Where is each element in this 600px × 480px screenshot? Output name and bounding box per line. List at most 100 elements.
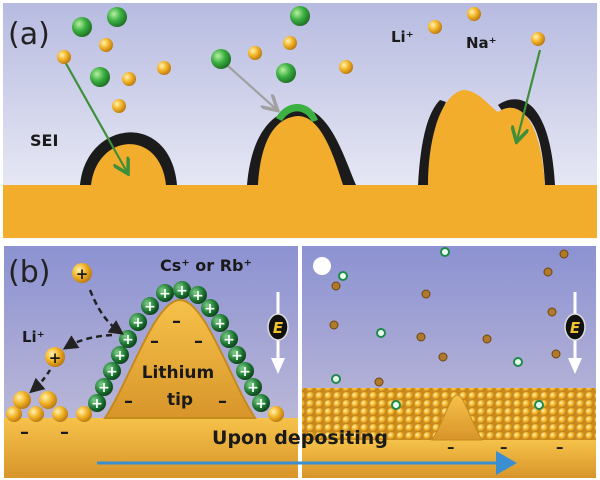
solvated-ions: [329, 247, 569, 410]
na-ion: [276, 63, 296, 83]
lithium-dendrite-2: [258, 116, 343, 185]
cation-ball: [211, 314, 229, 332]
li-ion: [543, 267, 553, 277]
lithium-anode: [302, 440, 596, 478]
li-ion: [45, 347, 65, 367]
panel-a: (a) SEI Li⁺ Na⁺: [3, 3, 597, 239]
deposited-lithium-atoms: [6, 391, 284, 422]
negative-charge: –: [556, 438, 564, 456]
negative-charges: – – –: [447, 438, 564, 456]
positive-charge: +: [239, 364, 251, 380]
cs-ion: [338, 271, 348, 281]
cation-ball: [95, 378, 113, 396]
li-ion-label: Li⁺: [391, 28, 414, 46]
li-ion: [329, 320, 339, 330]
negative-charge: –: [150, 331, 159, 352]
field-arrowhead: [568, 358, 582, 374]
positive-charge: +: [91, 396, 103, 412]
electric-field-symbol: E: [273, 319, 284, 337]
additive-cations: [72, 6, 310, 87]
lithium-tip-label-line1: Lithium: [142, 363, 215, 383]
positive-charge: +: [98, 380, 110, 396]
na-ion: [290, 6, 310, 26]
positive-charge: +: [214, 316, 226, 332]
negative-charge: –: [124, 391, 133, 412]
negative-charge: –: [218, 391, 227, 412]
lithium-anode: [4, 418, 298, 478]
li-ion: [339, 60, 353, 74]
cation-ball: [103, 362, 121, 380]
li-ion: [112, 99, 126, 113]
li-ion: [547, 307, 557, 317]
positive-charge: +: [159, 286, 171, 302]
cation-ball: [129, 313, 147, 331]
cation-ball: [189, 286, 207, 304]
panel-b-left: +++++++++++++++++ – – – – – – – Lithium …: [4, 246, 298, 478]
cs-ion: [331, 374, 341, 384]
positive-charge: +: [247, 380, 259, 396]
positive-charge: +: [176, 283, 188, 299]
cs-ion: [376, 328, 386, 338]
lithium-atom: [28, 406, 44, 422]
li-ion: [551, 349, 561, 359]
electric-field-icon: [564, 313, 586, 341]
cation-ball: [244, 378, 262, 396]
li-ion: [122, 72, 136, 86]
negative-charge: –: [60, 422, 69, 443]
li-ion: [428, 20, 442, 34]
positive-charge: +: [106, 364, 118, 380]
cation-ball: [111, 346, 129, 364]
cation-ball: [201, 299, 219, 317]
li-ion-label: Li⁺: [22, 328, 45, 346]
li-ion: [482, 334, 492, 344]
li-ion: [331, 281, 341, 291]
panel-b-right: – – – E: [302, 246, 596, 478]
white-dot: [313, 257, 331, 275]
na-ion: [211, 49, 231, 69]
lithium-atom: [52, 406, 68, 422]
positive-charge: +: [255, 396, 267, 412]
positive-charge: +: [122, 332, 134, 348]
panel-b-label: (b): [8, 255, 50, 290]
cs-ion: [534, 400, 544, 410]
na-ion-label: Na⁺: [466, 34, 497, 52]
cs-ion: [513, 357, 523, 367]
cation-ball: [252, 394, 270, 412]
positive-charge: +: [132, 315, 144, 331]
li-ion-redirect-arrow: [62, 333, 113, 350]
li-ion-deposit-arrow: [29, 369, 52, 394]
li-ion: [374, 377, 384, 387]
positive-charge: +: [76, 265, 89, 283]
na-ion: [107, 7, 127, 27]
li-ion: [467, 7, 481, 21]
lithium-atom: [13, 391, 31, 409]
positive-charge: +: [114, 348, 126, 364]
positive-charge: +: [204, 301, 216, 317]
electric-field-symbol: E: [570, 319, 581, 337]
li-ion: [531, 32, 545, 46]
additive-cation-cap: [276, 104, 318, 122]
cation-ball: [228, 346, 246, 364]
lithium-dendrite-3: [428, 90, 545, 185]
lithium-substrate: [3, 185, 597, 238]
negative-charges: – – – – – – –: [20, 311, 227, 443]
cation-ball: [141, 297, 159, 315]
positive-charge: +: [231, 348, 243, 364]
positive-charge: +: [192, 288, 204, 304]
li-ion: [438, 352, 448, 362]
ion-path-arrow: [517, 49, 542, 140]
electric-field-icon: [267, 313, 289, 341]
lithium-atom: [268, 406, 284, 422]
li-ion: [283, 36, 297, 50]
li-ion: [248, 46, 262, 60]
cation-ball: [88, 394, 106, 412]
negative-charge: –: [172, 311, 181, 332]
sei-label: SEI: [30, 131, 58, 150]
suppressed-tip: [431, 394, 483, 441]
negative-charge: –: [447, 438, 455, 456]
process-label: Upon depositing: [212, 427, 388, 449]
cs-rb-label: Cs⁺ or Rb⁺: [160, 256, 252, 275]
lithium-tip: [103, 298, 257, 419]
positive-charge: +: [49, 349, 62, 367]
cation-ball: [173, 281, 191, 299]
